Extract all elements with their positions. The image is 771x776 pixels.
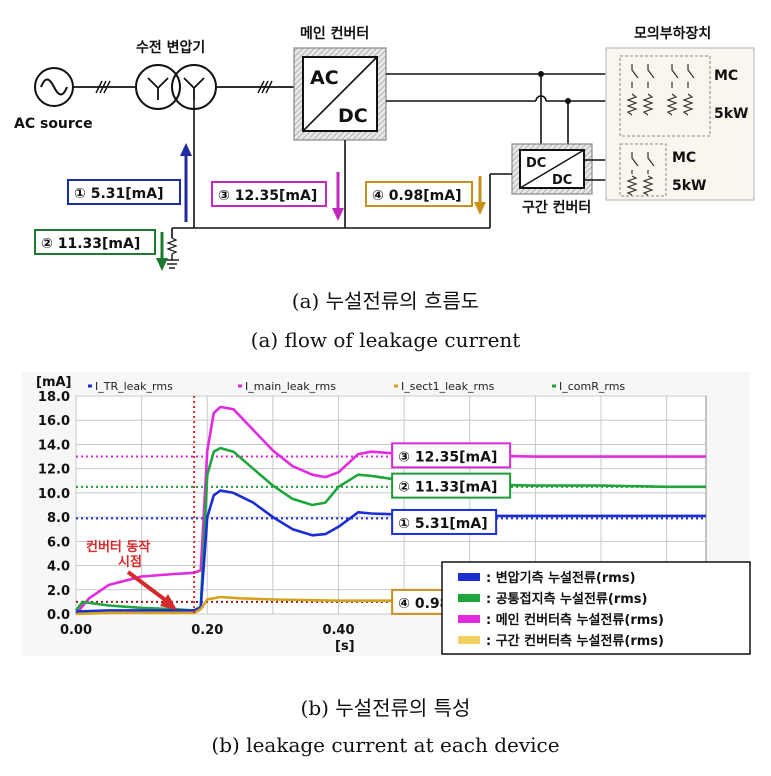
annotation-box [391, 442, 512, 469]
x-tick-label: 0.00 [60, 623, 92, 638]
legend-swatch [458, 636, 480, 644]
legend-entry: I_TR_leak_rms [95, 380, 173, 393]
y-tick-label: 2.0 [47, 584, 70, 599]
event-label-line2: 시점 [118, 555, 142, 570]
annotation-box [391, 508, 498, 535]
load-label: 모의부하장치 [634, 25, 711, 42]
main-converter-ac: AC [310, 67, 339, 89]
legend-entry: : 변압기측 누설전류(rms) [486, 570, 636, 586]
ground-symbol-icon [165, 254, 179, 269]
caption-b-english: (b) leakage current at each device [211, 733, 560, 757]
resistor-bank-icon [626, 93, 694, 196]
three-phase-mark-icon [257, 80, 273, 94]
mc-label-1: MC [714, 68, 738, 84]
y-tick-label: 6.0 [47, 535, 70, 550]
contactor-switches-icon [631, 64, 695, 174]
current-box-3 [211, 181, 327, 207]
x-tick-label: 0.20 [191, 623, 223, 638]
x-tick-label: 0.40 [322, 623, 354, 638]
legend-entry: : 공통접지측 누설전류(rms) [486, 591, 647, 607]
legend-swatch [458, 594, 480, 602]
current-box-4 [365, 181, 473, 207]
circuit-diagram: AC source 수전 변압기 메인 컨버터 AC DC [14, 25, 755, 271]
legend-entry: I_comR_rms [559, 380, 625, 393]
ground-resistor-icon [166, 237, 178, 255]
current-arrow-4-icon [474, 176, 486, 215]
legend-swatch [458, 573, 480, 581]
sine-wave-icon [40, 78, 68, 96]
annotation-label: ② 11.33[mA] [398, 480, 497, 496]
y-tick-label: 12.0 [38, 463, 70, 478]
y-axis-label: [mA] [36, 375, 72, 390]
y-tick-label: 16.0 [38, 414, 70, 429]
legend-entry: I_main_leak_rms [245, 380, 336, 393]
section-converter-top: DC [526, 156, 546, 171]
main-converter-label: 메인 컨버터 [300, 25, 369, 42]
current-box-2 [34, 229, 156, 255]
current-label-3: ③ 12.35[mA] [218, 188, 317, 204]
annotation-label: ① 5.31[mA] [398, 516, 488, 532]
y-tick-label: 8.0 [47, 511, 70, 526]
wye-symbol-icon [147, 77, 205, 100]
current-arrow-1-icon [180, 143, 192, 222]
mc-label-2: MC [672, 150, 696, 166]
current-label-4: ④ 0.98[mA] [372, 188, 462, 204]
bottom-legend: : 변압기측 누설전류(rms) : 공통접지측 누설전류(rms) : 메인 컨버… [458, 570, 664, 649]
ac-source-label: AC source [14, 116, 93, 132]
y-tick-label: 18.0 [38, 390, 70, 405]
current-label-2: ② 11.33[mA] [41, 236, 140, 252]
converter-diagonal [519, 149, 585, 189]
current-arrow-2-icon [156, 232, 168, 271]
y-tick-label: 4.0 [47, 560, 70, 575]
converter-diagonal [302, 56, 378, 132]
transformer-primary-winding [135, 64, 181, 110]
x-axis-label: [s] [335, 639, 355, 654]
transformer-label: 수전 변압기 [136, 39, 205, 56]
leakage-current-chart: 0.0 2.0 4.0 6.0 8.0 10.0 12.0 14.0 16.0 18.0 0.00… [22, 372, 751, 656]
kw-label-1: 5kW [714, 106, 749, 122]
load-bank-1 [619, 55, 711, 137]
y-tick-label: 14.0 [38, 438, 70, 453]
legend-swatch [458, 615, 480, 623]
section-converter-bottom: DC [552, 173, 572, 188]
caption-a-korean: (a) 누설전류의 흐름도 [291, 289, 480, 313]
annotation-label: ③ 12.35[mA] [398, 449, 497, 465]
caption-b-korean: (b) 누설전류의 특성 [300, 696, 471, 720]
current-label-1: ① 5.31[mA] [74, 186, 164, 202]
load-device-box [605, 47, 755, 201]
annotation-box [391, 472, 512, 499]
section-converter-label: 구간 컨버터 [522, 199, 591, 216]
y-tick-label: 10.0 [38, 487, 70, 502]
legend-entry: : 구간 컨버터측 누설전류(rms) [486, 633, 664, 649]
caption-a-english: (a) flow of leakage current [250, 328, 521, 352]
legend-entry: I_sect1_leak_rms [401, 380, 495, 393]
main-converter-dc: DC [338, 105, 368, 127]
current-arrow-3-icon [332, 172, 344, 221]
kw-label-2: 5kW [672, 178, 707, 194]
load-bank-2 [619, 143, 667, 197]
current-box-1 [67, 179, 181, 205]
y-tick-labels: 0.0 2.0 4.0 6.0 8.0 10.0 12.0 14.0 16.0 18.0 [38, 390, 70, 623]
event-label-line1: 컨버터 동작 [86, 539, 150, 555]
y-tick-label: 0.0 [47, 608, 70, 623]
top-legend: I_TR_leak_rms I_main_leak_rms I_sect1_leak… [88, 380, 625, 393]
legend-entry: : 메인 컨버터측 누설전류(rms) [486, 612, 664, 628]
event-arrow-icon [126, 570, 177, 610]
bottom-legend-box [441, 561, 751, 655]
three-phase-mark-icon [95, 80, 111, 94]
